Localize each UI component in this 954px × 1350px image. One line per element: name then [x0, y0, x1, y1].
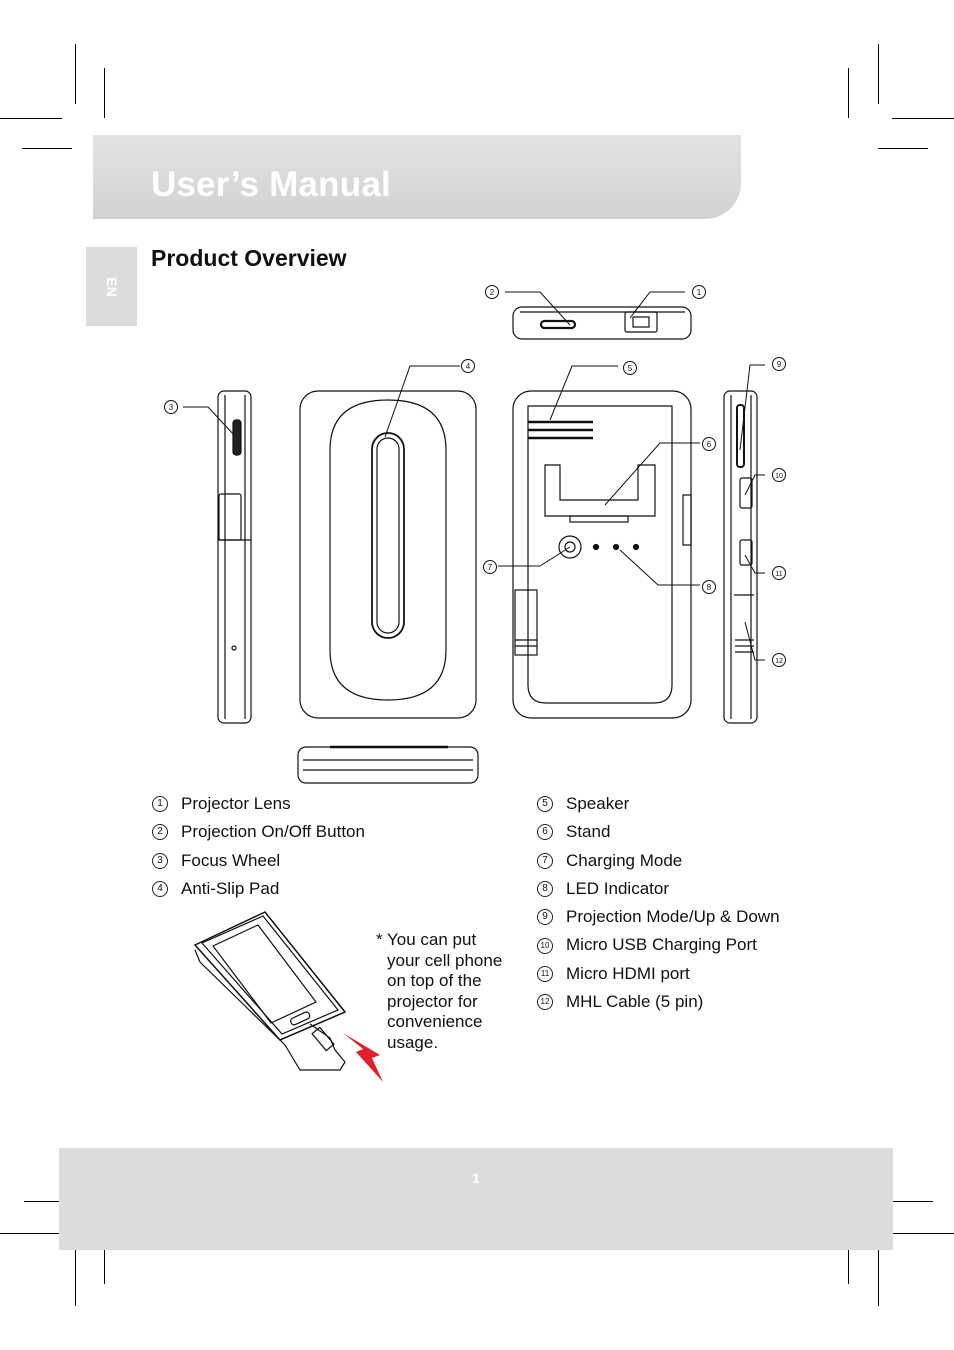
legend-number: 7 — [537, 852, 553, 869]
page-number: 1 — [472, 1170, 480, 1186]
note-line: usage. — [387, 1032, 439, 1052]
legend-item: 7 Charging Mode — [537, 847, 780, 875]
callout-numbers: 2 1 3 4 5 6 7 8 9 10 11 12 — [169, 288, 783, 665]
legend-number: 9 — [537, 909, 553, 926]
legend-number: 8 — [537, 881, 553, 898]
top-view — [512, 306, 692, 340]
legend-item: 10 Micro USB Charging Port — [537, 931, 780, 959]
legend-label: Stand — [566, 822, 611, 842]
crop-mark — [104, 1234, 105, 1284]
legend-item: 3 Focus Wheel — [152, 847, 365, 875]
note-marker: * — [376, 930, 383, 949]
callout-markers — [164, 285, 786, 667]
callout-4: 4 — [466, 362, 471, 371]
phone-note: * You can put your cell phone on top of … — [376, 930, 516, 1054]
header-band: User’s Manual — [93, 135, 741, 219]
red-arrow-icon — [343, 1033, 383, 1082]
crop-mark — [881, 1201, 933, 1202]
legend-item: 11 Micro HDMI port — [537, 960, 780, 988]
crop-mark — [878, 1246, 879, 1306]
legend-item: 2 Projection On/Off Button — [152, 818, 365, 846]
right-side-view — [723, 390, 758, 724]
back-view — [299, 390, 477, 719]
callout-7: 7 — [488, 563, 493, 572]
legend-number: 11 — [537, 965, 553, 982]
note-line: your cell phone — [387, 950, 503, 970]
callout-5: 5 — [628, 364, 633, 373]
note-line: on top of the — [387, 971, 482, 991]
left-side-view — [217, 390, 252, 724]
legend-label: Focus Wheel — [181, 850, 281, 870]
crop-mark — [24, 1201, 76, 1202]
legend-label: LED Indicator — [566, 878, 669, 898]
crop-mark — [22, 148, 72, 149]
legend-number: 5 — [537, 796, 553, 813]
callout-10: 10 — [775, 473, 783, 480]
legend-left: 1 Projector Lens 2 Projection On/Off Butto… — [152, 790, 365, 903]
crop-mark — [0, 118, 62, 119]
note-line: You can put — [387, 930, 477, 949]
legend-number: 2 — [152, 824, 168, 841]
legend-item: 6 Stand — [537, 818, 780, 846]
callout-11: 11 — [775, 571, 782, 578]
legend-right: 5 Speaker 6 Stand 7 Charging Mode 8 LED Indi… — [537, 790, 780, 1016]
legend-label: Projection On/Off Button — [181, 822, 365, 842]
crop-mark — [104, 68, 105, 118]
callout-leaders — [183, 291, 765, 661]
crop-mark — [878, 148, 928, 149]
crop-mark — [75, 1246, 76, 1306]
callout-1: 1 — [697, 288, 702, 297]
legend-item: 1 Projector Lens — [152, 790, 365, 818]
callout-9: 9 — [777, 360, 782, 369]
legend-label: Micro USB Charging Port — [566, 935, 757, 955]
legend-number: 6 — [537, 824, 553, 841]
legend-label: Micro HDMI port — [566, 963, 690, 983]
note-line: convenience — [387, 1012, 483, 1032]
legend-item: 8 LED Indicator — [537, 875, 780, 903]
legend-item: 9 Projection Mode/Up & Down — [537, 903, 780, 931]
crop-mark — [0, 1233, 62, 1234]
crop-mark — [848, 1234, 849, 1284]
callout-2: 2 — [490, 288, 495, 297]
legend-number: 4 — [152, 881, 168, 898]
legend-number: 1 — [152, 796, 168, 813]
bottom-view — [297, 745, 479, 784]
note-line: projector for — [387, 991, 478, 1011]
language-tab: EN — [86, 247, 137, 326]
callout-12: 12 — [775, 658, 783, 665]
callout-3: 3 — [169, 403, 174, 412]
legend-label: Charging Mode — [566, 850, 683, 870]
section-title: Product Overview — [151, 245, 347, 271]
crop-mark — [892, 1233, 954, 1234]
legend-label: Projector Lens — [181, 794, 291, 813]
crop-mark — [878, 44, 879, 104]
crop-mark — [75, 44, 76, 104]
page-title: User’s Manual — [151, 165, 391, 204]
phone-on-projector-illustration — [193, 911, 383, 1082]
legend-label: Speaker — [566, 794, 630, 813]
crop-mark — [848, 68, 849, 118]
crop-mark — [892, 118, 954, 119]
legend-number: 3 — [152, 852, 168, 869]
front-view — [512, 390, 692, 719]
legend-label: Projection Mode/Up & Down — [566, 907, 780, 927]
legend-item: 12 MHL Cable (5 pin) — [537, 988, 780, 1016]
legend-item: 4 Anti-Slip Pad — [152, 875, 365, 903]
callout-6: 6 — [707, 440, 712, 449]
legend-number: 12 — [537, 994, 553, 1011]
legend-label: Anti-Slip Pad — [181, 878, 280, 898]
legend-item: 5 Speaker — [537, 790, 780, 818]
legend-label: MHL Cable (5 pin) — [566, 992, 704, 1012]
callout-8: 8 — [707, 583, 712, 592]
footer-band: 1 — [59, 1148, 893, 1250]
legend-number: 10 — [537, 937, 553, 954]
